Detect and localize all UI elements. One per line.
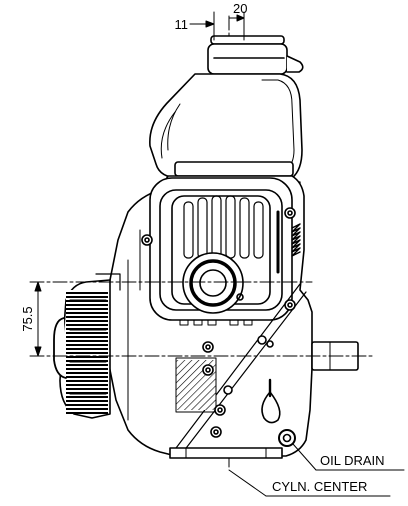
governor-spring (276, 210, 301, 274)
intake-linkage (169, 283, 307, 457)
label-side-height: 75.5 (20, 306, 35, 331)
oil-drain-plug (278, 429, 296, 447)
leader-oil-drain (292, 443, 405, 471)
dimension-side-height (34, 281, 42, 357)
cover-bolts (141, 207, 296, 311)
block-small-slots (179, 319, 253, 326)
label-oil-drain: OIL DRAIN (320, 453, 385, 468)
fuel-cap (207, 35, 304, 75)
base-flange (169, 447, 283, 459)
leader-cyln-center (228, 469, 391, 497)
dimension-top-offsets (189, 11, 245, 41)
crank-hub (182, 252, 244, 314)
tank-mount (174, 161, 294, 177)
oil-filler (261, 378, 281, 424)
recoil-starter (53, 273, 121, 419)
label-cyln-center: CYLN. CENTER (272, 479, 367, 494)
block-bolts (202, 335, 274, 438)
label-top-offset-small: 11 (175, 17, 189, 32)
label-top-offset-large: 20 (233, 1, 247, 16)
